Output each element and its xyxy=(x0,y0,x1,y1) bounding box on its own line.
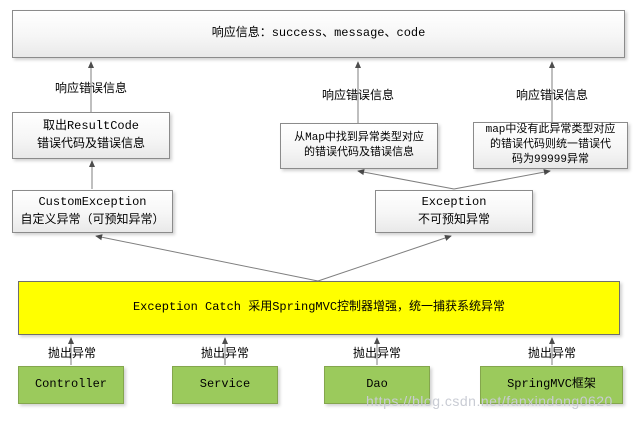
label-response-error-1: 响应错误信息 xyxy=(54,82,128,96)
no-map-line-2: 的错误代码则统一错误代 xyxy=(490,139,611,152)
no-map-line-1: map中没有此异常类型对应 xyxy=(485,124,616,137)
resultcode-line-2: 错误代码及错误信息 xyxy=(36,136,145,151)
box-exception-catch: Exception Catch 采用SpringMVC控制器增强，统一捕获系统异… xyxy=(18,281,620,335)
resultcode-line-1: 取出ResultCode xyxy=(42,119,139,134)
arrow-exception-to-frommap xyxy=(357,169,455,190)
springmvc-framework-label: SpringMVC框架 xyxy=(507,377,596,392)
box-no-map: map中没有此异常类型对应 的错误代码则统一错误代 码为99999异常 xyxy=(473,122,628,169)
label-throw-3: 抛出异常 xyxy=(352,347,402,361)
box-from-map: 从Map中找到异常类型对应 的错误代码及错误信息 xyxy=(280,123,438,169)
service-label: Service xyxy=(199,377,251,392)
arrow-catch-to-exception xyxy=(317,235,452,282)
custom-exception-line-2: 自定义异常（可预知异常） xyxy=(20,212,165,227)
response-info-text: 响应信息：success、message、code xyxy=(211,26,426,41)
exception-line-2: 不可预知异常 xyxy=(417,212,490,227)
dao-label: Dao xyxy=(366,377,388,392)
watermark-url: https://blog.csdn.net/fanxindong0620 xyxy=(366,393,613,409)
label-throw-4: 抛出异常 xyxy=(527,347,577,361)
box-dao: Dao xyxy=(324,366,430,404)
from-map-line-2: 的错误代码及错误信息 xyxy=(304,147,414,159)
arrow-catch-to-custom xyxy=(95,234,319,282)
box-exception: Exception 不可预知异常 xyxy=(375,190,533,233)
label-response-error-3: 响应错误信息 xyxy=(515,89,589,103)
box-custom-exception: CustomException 自定义异常（可预知异常） xyxy=(12,190,173,233)
no-map-line-3: 码为99999异常 xyxy=(511,153,589,166)
box-response-info: 响应信息：success、message、code xyxy=(12,10,625,58)
label-throw-2: 抛出异常 xyxy=(200,347,250,361)
arrow-exception-to-nomap xyxy=(453,169,551,190)
box-controller: Controller xyxy=(18,366,124,404)
label-throw-1: 抛出异常 xyxy=(47,347,97,361)
exception-catch-text: Exception Catch 采用SpringMVC控制器增强，统一捕获系统异… xyxy=(132,300,506,315)
controller-label: Controller xyxy=(34,377,107,392)
exception-line-1: Exception xyxy=(421,195,487,210)
box-resultcode: 取出ResultCode 错误代码及错误信息 xyxy=(12,112,170,159)
box-springmvc-framework: SpringMVC框架 xyxy=(480,366,623,404)
from-map-line-1: 从Map中找到异常类型对应 xyxy=(294,132,424,145)
label-response-error-2: 响应错误信息 xyxy=(321,89,395,103)
custom-exception-line-1: CustomException xyxy=(38,195,147,210)
box-service: Service xyxy=(172,366,278,404)
